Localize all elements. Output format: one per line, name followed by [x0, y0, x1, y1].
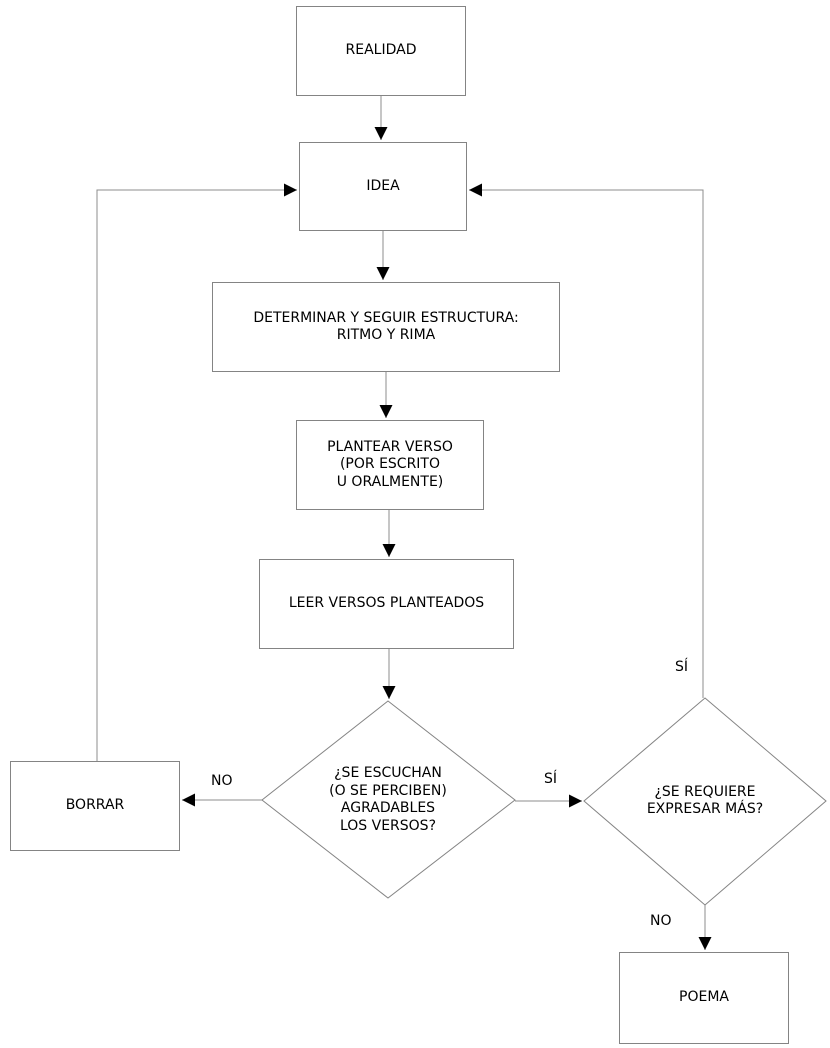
edge-label-si-expresar: SÍ — [544, 771, 558, 787]
node-realidad-label: REALIDAD — [345, 42, 417, 59]
edge-label-si-idea: SÍ — [675, 659, 689, 675]
node-estructura-label: DETERMINAR Y SEGUIR ESTRUCTURA: RITMO Y … — [253, 309, 519, 344]
node-realidad: REALIDAD — [296, 6, 466, 96]
node-poema-label: POEMA — [679, 989, 729, 1006]
node-idea-label: IDEA — [366, 177, 400, 194]
node-poema: POEMA — [619, 952, 789, 1044]
node-estructura: DETERMINAR Y SEGUIR ESTRUCTURA: RITMO Y … — [212, 282, 560, 372]
node-borrar: BORRAR — [10, 761, 180, 851]
node-plantear-verso: PLANTEAR VERSO (POR ESCRITO U ORALMENTE) — [296, 420, 484, 510]
node-plantear-verso-label: PLANTEAR VERSO (POR ESCRITO U ORALMENTE) — [327, 438, 453, 490]
edge-si-to-idea — [469, 183, 704, 698]
edge-borrar-to-idea — [96, 183, 297, 761]
node-idea: IDEA — [299, 142, 467, 231]
node-leer-versos: LEER VERSOS PLANTEADOS — [259, 559, 514, 649]
decision-diamond-expresar — [583, 697, 827, 906]
decision-diamond-versos — [261, 700, 516, 899]
node-borrar-label: BORRAR — [65, 797, 125, 814]
edge-label-no-borrar: NO — [211, 773, 233, 789]
node-leer-versos-label: LEER VERSOS PLANTEADOS — [288, 595, 485, 612]
edge-label-no-poema: NO — [650, 913, 672, 929]
